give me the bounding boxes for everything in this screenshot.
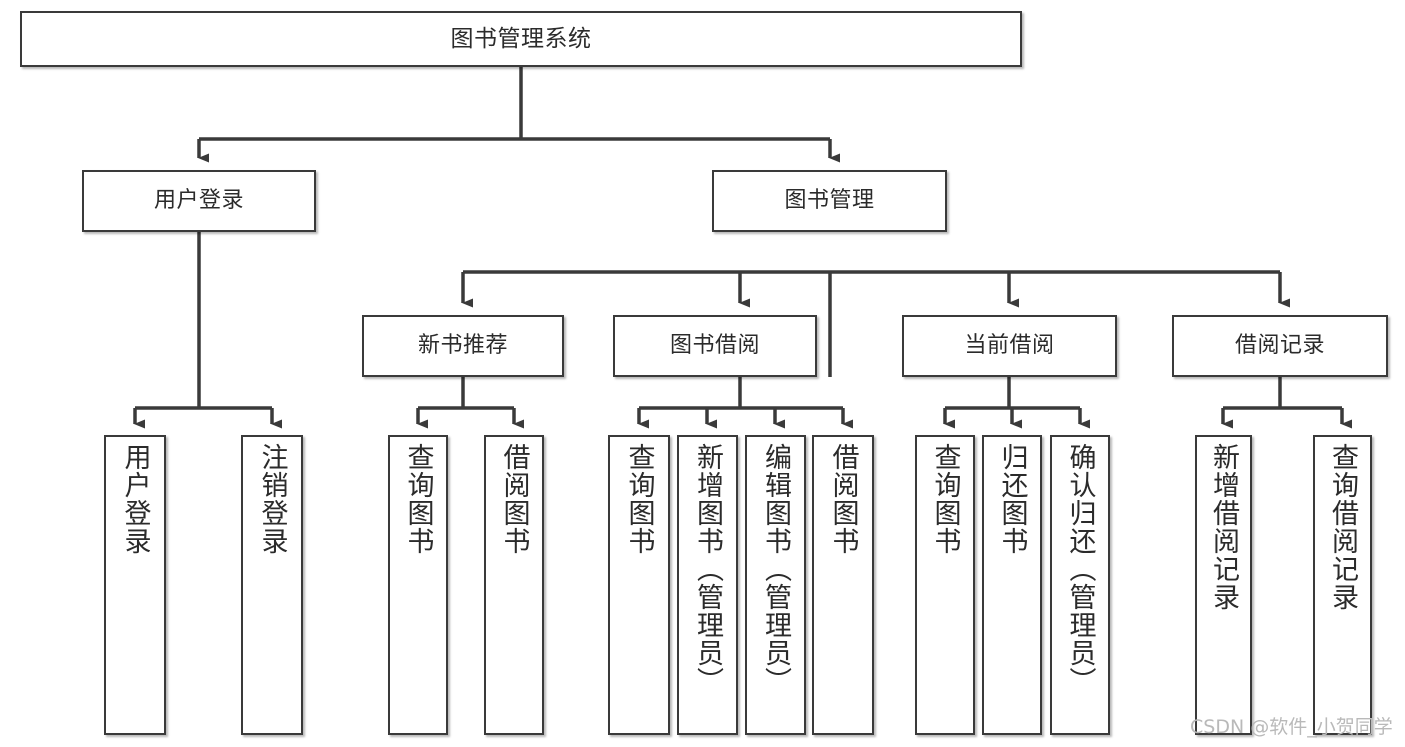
node-leaf-user-login-label: 用户登录	[119, 443, 151, 555]
node-borrow-record-label: 借阅记录	[1234, 333, 1325, 359]
node-book-borrow[interactable]: 图书借阅	[613, 315, 817, 377]
watermark: CSDN @软件_小贺同学	[1190, 716, 1393, 738]
node-leaf-logout[interactable]: 注销登录	[241, 435, 303, 735]
node-leaf-query-borrow-record[interactable]: 查询借阅记录	[1313, 435, 1372, 735]
node-root[interactable]: 图书管理系统	[20, 11, 1022, 67]
node-root-label: 图书管理系统	[450, 25, 592, 52]
node-leaf-borrow-book-2[interactable]: 借阅图书	[812, 435, 874, 735]
node-leaf-confirm-return[interactable]: 确认归还（管理员）	[1050, 435, 1110, 735]
node-leaf-borrow-book-1-label: 借阅图书	[498, 443, 530, 555]
node-current-borrow[interactable]: 当前借阅	[902, 315, 1117, 377]
node-leaf-logout-label: 注销登录	[256, 443, 288, 555]
node-leaf-add-book-label: 新增图书（管理员）	[692, 443, 723, 695]
node-leaf-edit-book[interactable]: 编辑图书（管理员）	[745, 435, 806, 735]
node-book-management[interactable]: 图书管理	[712, 170, 947, 232]
node-current-borrow-label: 当前借阅	[964, 333, 1055, 359]
node-leaf-query-book-2[interactable]: 查询图书	[608, 435, 670, 735]
node-book-management-label: 图书管理	[784, 188, 875, 214]
node-leaf-confirm-return-label: 确认归还（管理员）	[1064, 443, 1096, 695]
node-leaf-return-book[interactable]: 归还图书	[982, 435, 1042, 735]
node-leaf-add-borrow-record[interactable]: 新增借阅记录	[1195, 435, 1252, 735]
node-leaf-return-book-label: 归还图书	[996, 443, 1028, 555]
node-leaf-edit-book-label: 编辑图书（管理员）	[760, 443, 791, 695]
node-leaf-borrow-book-1[interactable]: 借阅图书	[484, 435, 544, 735]
node-leaf-add-book[interactable]: 新增图书（管理员）	[677, 435, 738, 735]
node-user-login-label: 用户登录	[153, 188, 244, 214]
node-book-borrow-label: 图书借阅	[669, 333, 760, 359]
node-leaf-user-login[interactable]: 用户登录	[104, 435, 166, 735]
node-leaf-borrow-book-2-label: 借阅图书	[827, 443, 859, 555]
node-borrow-record[interactable]: 借阅记录	[1172, 315, 1388, 377]
node-new-book-recommend-label: 新书推荐	[417, 333, 508, 359]
node-leaf-query-book-3[interactable]: 查询图书	[915, 435, 975, 735]
node-leaf-query-borrow-record-label: 查询借阅记录	[1327, 443, 1358, 611]
node-leaf-query-book-2-label: 查询图书	[623, 443, 655, 555]
node-leaf-add-borrow-record-label: 新增借阅记录	[1208, 443, 1239, 611]
node-new-book-recommend[interactable]: 新书推荐	[362, 315, 564, 377]
node-leaf-query-book-1[interactable]: 查询图书	[388, 435, 448, 735]
node-leaf-query-book-3-label: 查询图书	[929, 443, 961, 555]
node-leaf-query-book-1-label: 查询图书	[402, 443, 434, 555]
node-user-login[interactable]: 用户登录	[82, 170, 316, 232]
